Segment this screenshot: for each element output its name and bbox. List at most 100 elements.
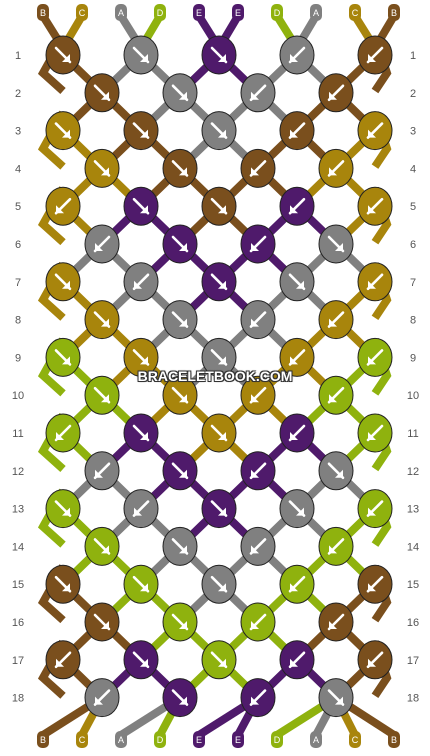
row-number-left: 12 [12, 466, 24, 478]
knot-grid [45, 35, 393, 718]
knot [45, 111, 81, 151]
knot [123, 262, 159, 302]
knot [279, 111, 315, 151]
knot [162, 148, 198, 188]
knot [357, 413, 393, 453]
knot [318, 451, 354, 491]
knot [240, 73, 276, 113]
knot [84, 678, 120, 718]
knot [84, 224, 120, 264]
strand-label-bottom: B [40, 735, 46, 745]
strand-label-bottom: E [196, 735, 202, 745]
strand-tab-top [76, 4, 88, 21]
knot [357, 337, 393, 377]
strand-tab-bottom [115, 731, 127, 748]
row-number-right: 1 [410, 50, 416, 62]
knot [357, 35, 393, 75]
knot [162, 526, 198, 566]
row-number-right: 4 [410, 163, 416, 175]
knot [318, 300, 354, 340]
row-number-left: 6 [15, 239, 21, 251]
knot [240, 300, 276, 340]
knot [201, 640, 237, 680]
knot [123, 337, 159, 377]
strand-tab-bottom [310, 731, 322, 748]
strand-label-bottom: A [313, 735, 319, 745]
knot [357, 640, 393, 680]
strand-label-bottom: C [79, 735, 86, 745]
strand-tab-bottom [154, 731, 166, 748]
knot [279, 413, 315, 453]
strand-label-top: E [235, 8, 241, 18]
strand-label-top: A [118, 8, 124, 18]
knot [240, 526, 276, 566]
knot [201, 35, 237, 75]
row-number-left: 11 [12, 428, 23, 440]
knot [357, 111, 393, 151]
strand-tab-top [271, 4, 283, 21]
row-number-right: 8 [410, 315, 416, 327]
row-number-left: 14 [12, 541, 24, 553]
row-number-right: 14 [407, 541, 419, 553]
knot [162, 224, 198, 264]
strand-tab-top [388, 4, 400, 21]
knot [279, 489, 315, 529]
row-number-left: 16 [12, 617, 24, 629]
strand-label-bottom: B [391, 735, 397, 745]
knot [240, 375, 276, 415]
knot [45, 186, 81, 226]
knot [45, 262, 81, 302]
knot [318, 148, 354, 188]
strand-tab-bottom [37, 731, 49, 748]
strand-tab-top [154, 4, 166, 21]
knot [357, 262, 393, 302]
knot [201, 186, 237, 226]
strand-label-top: D [274, 8, 281, 18]
strand-tab-top [310, 4, 322, 21]
strand-tab-top [349, 4, 361, 21]
knot [123, 564, 159, 604]
row-number-left: 18 [12, 693, 24, 705]
knot [123, 489, 159, 529]
strand-label-bottom: A [118, 735, 124, 745]
strand-label-top: E [196, 8, 202, 18]
row-number-right: 9 [410, 352, 416, 364]
knot [240, 602, 276, 642]
knot [45, 640, 81, 680]
strand-tab-top [232, 4, 244, 21]
knot [84, 526, 120, 566]
site-watermark: BRACELETBOOK.COM [137, 368, 293, 384]
strand-tab-bottom [76, 731, 88, 748]
row-number-left: 9 [15, 352, 21, 364]
row-number-left: 17 [12, 655, 24, 667]
knot [201, 262, 237, 302]
row-number-right: 13 [407, 504, 419, 516]
knot [162, 73, 198, 113]
knot [357, 186, 393, 226]
knot [162, 678, 198, 718]
knot [318, 224, 354, 264]
knot [318, 526, 354, 566]
row-number-left: 15 [12, 579, 24, 591]
strand-tab-bottom [232, 731, 244, 748]
strand-tab-bottom [193, 731, 205, 748]
strand-tab-bottom [349, 731, 361, 748]
row-number-right: 11 [407, 428, 418, 440]
knot [162, 375, 198, 415]
knot [84, 148, 120, 188]
row-number-right: 3 [410, 126, 416, 138]
knot [84, 602, 120, 642]
strand-label-bottom: D [157, 735, 164, 745]
knot [318, 602, 354, 642]
row-number-left: 8 [15, 315, 21, 327]
knot [123, 111, 159, 151]
knot [45, 337, 81, 377]
row-number-right: 7 [410, 277, 416, 289]
strand-tab-bottom [271, 731, 283, 748]
row-number-left: 2 [15, 88, 21, 100]
knot [123, 35, 159, 75]
strand-tab-top [37, 4, 49, 21]
knot [45, 35, 81, 75]
knot [240, 224, 276, 264]
